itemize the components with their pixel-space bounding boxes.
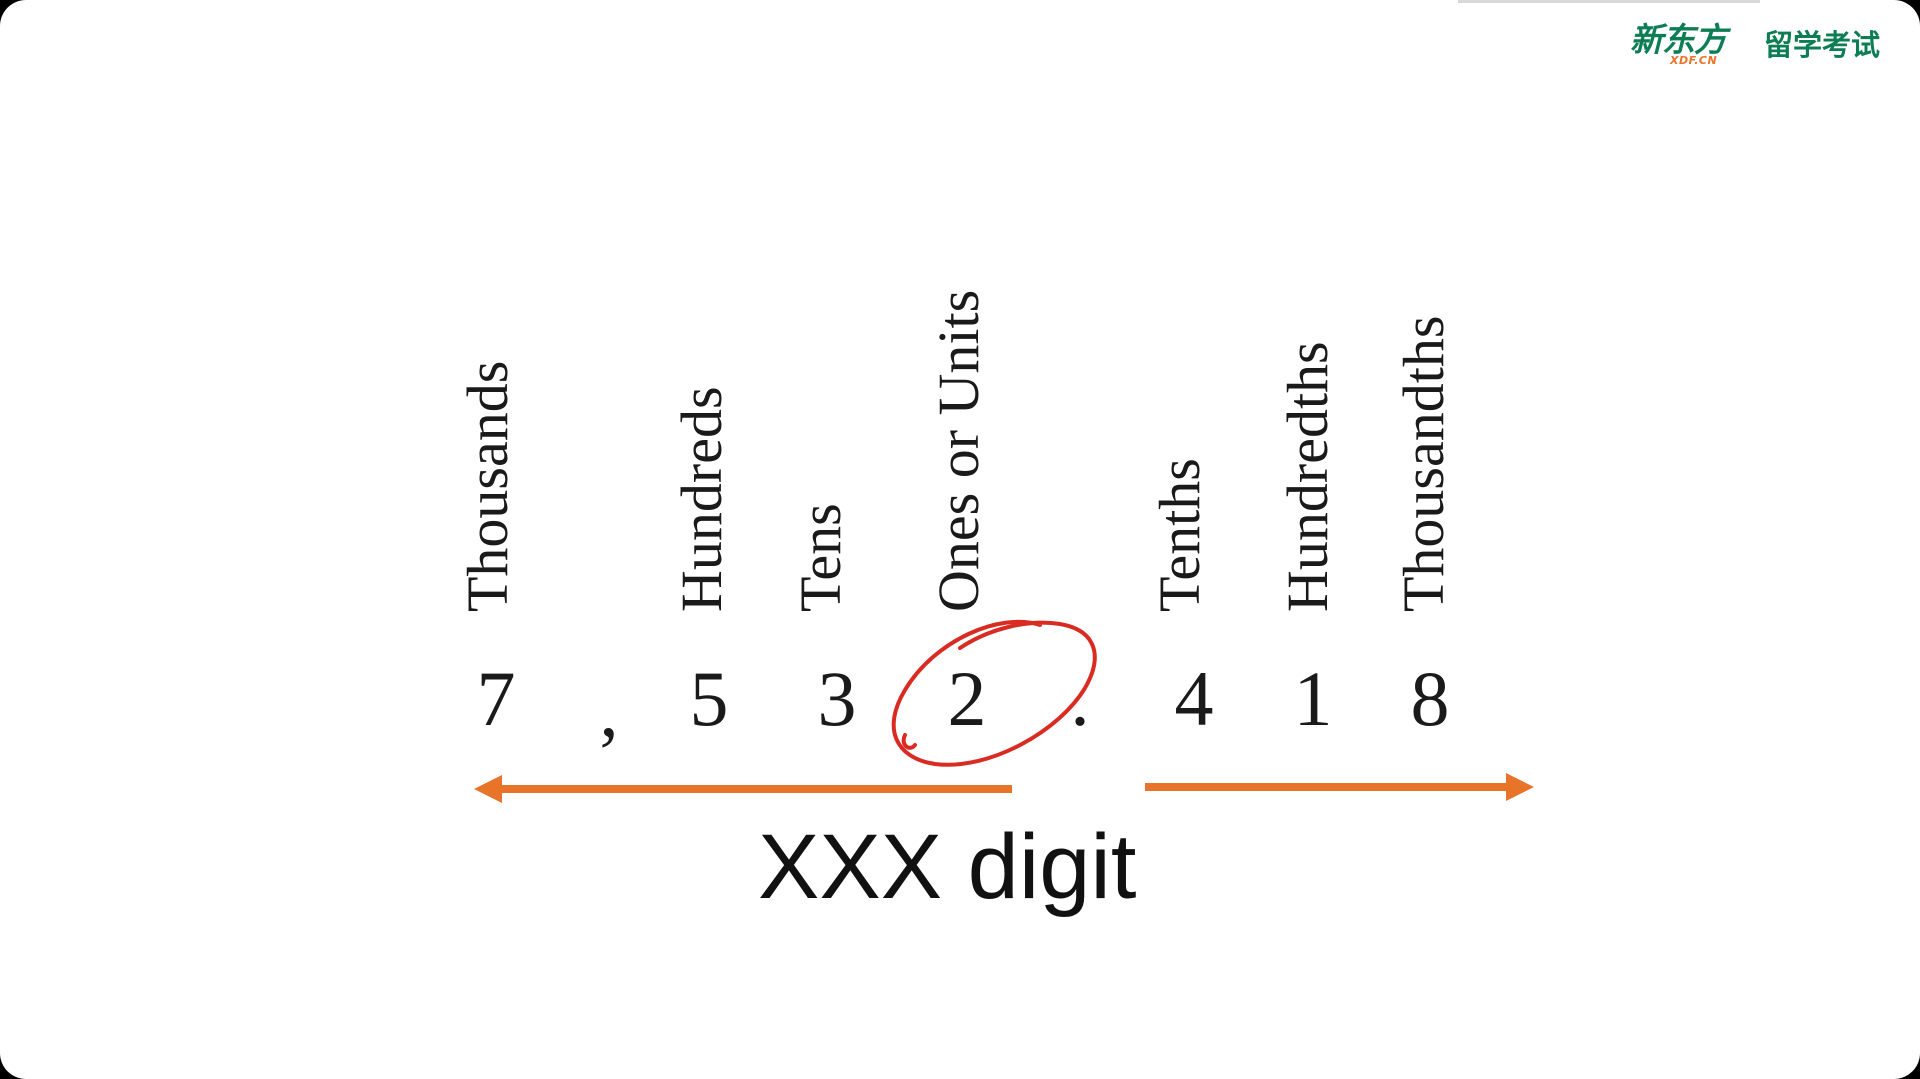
digit-tens: 3 — [817, 655, 857, 742]
digit-ones: 2 — [947, 655, 987, 742]
left-arrow-head — [474, 775, 502, 803]
digit-hundredths: 1 — [1293, 655, 1333, 742]
logo-mark-sub: XDF.CN — [1670, 54, 1718, 67]
highlight-circle — [891, 619, 1097, 767]
digit-hundreds: 5 — [689, 655, 729, 742]
right-arrow-head — [1506, 773, 1534, 801]
top-strip — [1458, 0, 1760, 3]
logo-mark: 新东方 XDF.CN — [1630, 20, 1742, 70]
comma-separator: , — [599, 669, 619, 753]
digit-thousands: 7 — [476, 655, 516, 742]
digit-tenths: 4 — [1174, 655, 1214, 742]
digit-thousandths: 8 — [1410, 655, 1450, 742]
caption: XXX digit — [758, 816, 1137, 918]
logo-name: 留学考试 — [1764, 28, 1881, 62]
logo-mark-text: 新东方 — [1630, 20, 1727, 59]
brand-logo: 新东方 XDF.CN 留学考试 — [1630, 20, 1880, 70]
